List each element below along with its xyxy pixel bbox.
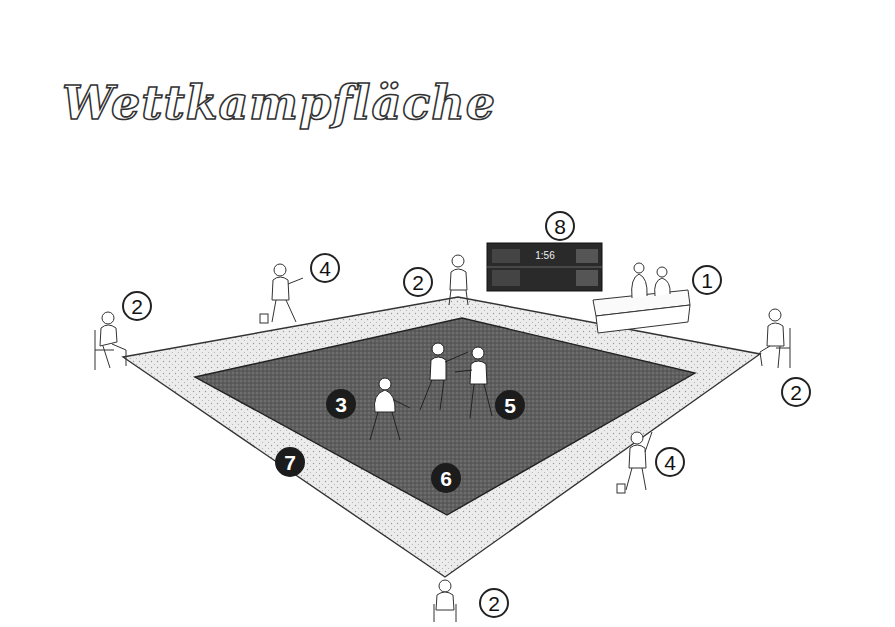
fighter-body xyxy=(470,361,487,384)
judge-body xyxy=(100,325,117,346)
scoreboard-field xyxy=(576,270,598,286)
fighter-legs xyxy=(420,380,444,410)
judge-right xyxy=(760,309,790,368)
callout-number: 7 xyxy=(275,447,305,477)
chair xyxy=(434,604,456,622)
callout-number: 2 xyxy=(403,267,433,297)
judge-head xyxy=(631,432,643,444)
safety-area xyxy=(123,297,760,577)
judge-legs xyxy=(760,346,780,368)
referee xyxy=(370,378,410,440)
callout-number: 2 xyxy=(479,588,509,618)
scoreboard xyxy=(487,243,602,291)
flag-bucket xyxy=(260,314,268,323)
fighter-legs xyxy=(470,384,492,418)
diagram-title: Wettkampfläche xyxy=(62,78,496,129)
judge-arm xyxy=(288,278,303,284)
callout-number: 1 xyxy=(692,265,722,295)
corner-judge-right xyxy=(617,432,652,493)
judge-head xyxy=(769,309,781,321)
judge-body xyxy=(272,277,289,300)
fighter-arm xyxy=(455,370,472,372)
scoreboard-time: 1:56 xyxy=(533,250,556,262)
judge-head xyxy=(452,255,464,267)
callout-number: 5 xyxy=(495,390,525,420)
callout-number: 4 xyxy=(655,447,685,477)
judge-left xyxy=(95,312,126,370)
chair xyxy=(776,328,790,368)
competition-mat xyxy=(195,318,695,515)
judge-body xyxy=(450,269,467,290)
person-body xyxy=(632,274,647,298)
fighter-right xyxy=(455,347,492,418)
fighter-head xyxy=(432,343,444,355)
judge-body xyxy=(767,323,784,346)
person-head xyxy=(657,267,667,277)
callout-number: 2 xyxy=(122,291,152,321)
callout-number: 4 xyxy=(310,253,340,283)
callout-number: 3 xyxy=(326,389,356,419)
scoreboard-field xyxy=(492,270,520,286)
callout-number: 6 xyxy=(431,463,461,493)
judge-legs xyxy=(272,300,296,322)
person-head xyxy=(634,263,644,273)
judge-head xyxy=(102,312,114,324)
scoreboard-field xyxy=(576,249,598,263)
fighter-arm xyxy=(445,352,468,362)
judge-top-center xyxy=(449,255,468,305)
judge-body xyxy=(629,445,646,468)
chair xyxy=(95,330,114,370)
fighter-left xyxy=(420,343,468,410)
judge-legs xyxy=(103,344,126,368)
judge-arm xyxy=(645,432,652,452)
judge-legs xyxy=(626,468,646,490)
referee-legs xyxy=(370,412,400,440)
fighter-body xyxy=(430,357,446,380)
scoreboard-field xyxy=(492,249,520,263)
callout-number: 2 xyxy=(781,377,811,407)
judge-head xyxy=(274,264,286,276)
corner-judge-top xyxy=(260,264,303,323)
recorder-table xyxy=(593,263,690,333)
judge-head xyxy=(439,580,451,592)
flag-bucket xyxy=(617,484,625,493)
judge-bottom xyxy=(434,580,456,622)
table-front xyxy=(596,305,690,333)
fighter-head xyxy=(472,347,484,359)
scoreboard-divider xyxy=(487,267,602,268)
referee-body xyxy=(374,390,395,412)
callout-number: 8 xyxy=(545,211,575,241)
person-body xyxy=(655,278,670,296)
judge-body xyxy=(436,592,454,610)
judge-legs xyxy=(449,290,468,305)
referee-head xyxy=(379,378,391,390)
referee-arm xyxy=(394,400,410,408)
scoreboard-panel xyxy=(487,243,602,291)
